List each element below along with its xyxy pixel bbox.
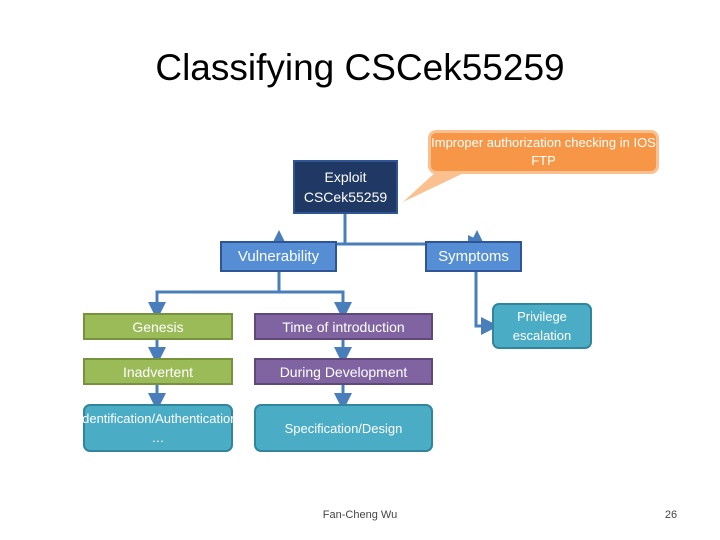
during-development-box: During Development <box>254 358 433 385</box>
exploit-box: Exploit CSCek55259 <box>293 160 398 214</box>
specification-design-box: Specification/Design <box>254 404 433 452</box>
privilege-escalation-box: Privilege escalation <box>492 303 592 349</box>
vulnerability-box: Vulnerability <box>220 241 337 272</box>
footer-author: Fan-Cheng Wu <box>322 509 398 521</box>
slide-title: Classifying CSCek55259 <box>155 47 565 88</box>
symptoms-box: Symptoms <box>425 241 522 272</box>
time-of-introduction-box: Time of introduction <box>254 313 433 340</box>
inadvertent-box: Inadvertent <box>83 358 233 385</box>
callout-tail <box>403 170 470 202</box>
identification-box: Identification/Authentication … <box>79 404 238 452</box>
page-number: 26 <box>664 509 678 521</box>
genesis-box: Genesis <box>83 313 233 340</box>
exploit-id: CSCek55259 <box>303 189 388 205</box>
callout-improper-authorization: Improper authorization checking in IOS F… <box>428 130 659 174</box>
exploit-label: Exploit <box>324 169 367 185</box>
